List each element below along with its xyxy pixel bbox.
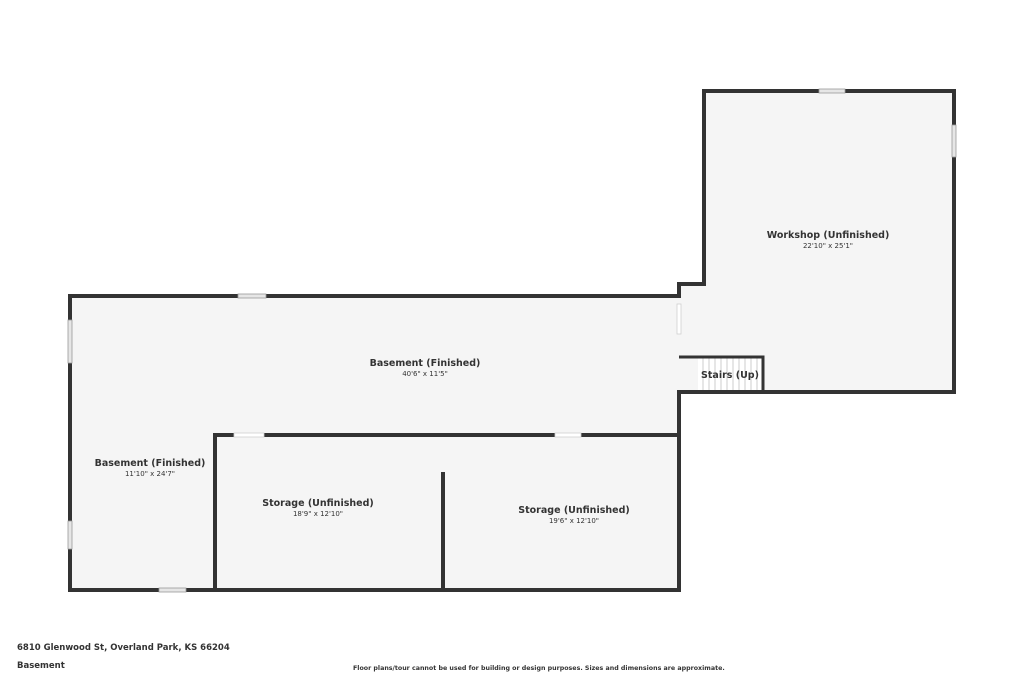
opening-storage-right bbox=[554, 432, 582, 438]
opening-storage-left bbox=[233, 432, 265, 438]
window-basement-bottom bbox=[158, 587, 187, 593]
stairs-wall bbox=[679, 355, 765, 392]
windows bbox=[67, 88, 957, 593]
stair-treads bbox=[702, 358, 758, 391]
room-dims-storage-right: 19'6" x 12'10" bbox=[549, 517, 599, 525]
window-workshop-top bbox=[818, 88, 846, 94]
room-name-basement-west: Basement (Finished) bbox=[95, 458, 206, 469]
room-dims-workshop: 22'10" x 25'1" bbox=[803, 242, 853, 250]
opening-workshop-basement bbox=[676, 303, 682, 335]
room-name-workshop: Workshop (Unfinished) bbox=[767, 230, 890, 241]
room-name-basement-main: Basement (Finished) bbox=[370, 358, 481, 369]
room-name-stairs: Stairs (Up) bbox=[701, 370, 759, 381]
disclaimer-text: Floor plans/tour cannot be used for buil… bbox=[353, 665, 725, 672]
basement-main-floor bbox=[70, 296, 679, 590]
window-basement-left-upper bbox=[67, 319, 73, 364]
floor-level-label: Basement bbox=[17, 661, 65, 671]
window-basement-top bbox=[237, 293, 267, 299]
floor-fills bbox=[70, 91, 954, 590]
stairs bbox=[698, 357, 763, 392]
room-labels: Workshop (Unfinished) 22'10" x 25'1" Bas… bbox=[95, 230, 890, 525]
window-basement-left-lower bbox=[67, 520, 73, 550]
room-name-storage-right: Storage (Unfinished) bbox=[518, 505, 629, 516]
property-address: 6810 Glenwood St, Overland Park, KS 6620… bbox=[17, 643, 230, 653]
workshop-floor bbox=[704, 91, 954, 392]
room-dims-storage-left: 18'9" x 12'10" bbox=[293, 510, 343, 518]
room-dims-basement-main: 40'6" x 11'5" bbox=[402, 370, 448, 378]
room-dims-basement-west: 11'10" x 24'7" bbox=[125, 470, 175, 478]
room-name-storage-left: Storage (Unfinished) bbox=[262, 498, 373, 509]
window-workshop-right bbox=[951, 124, 957, 158]
openings bbox=[233, 303, 682, 438]
basement-outer-wall bbox=[68, 294, 681, 592]
